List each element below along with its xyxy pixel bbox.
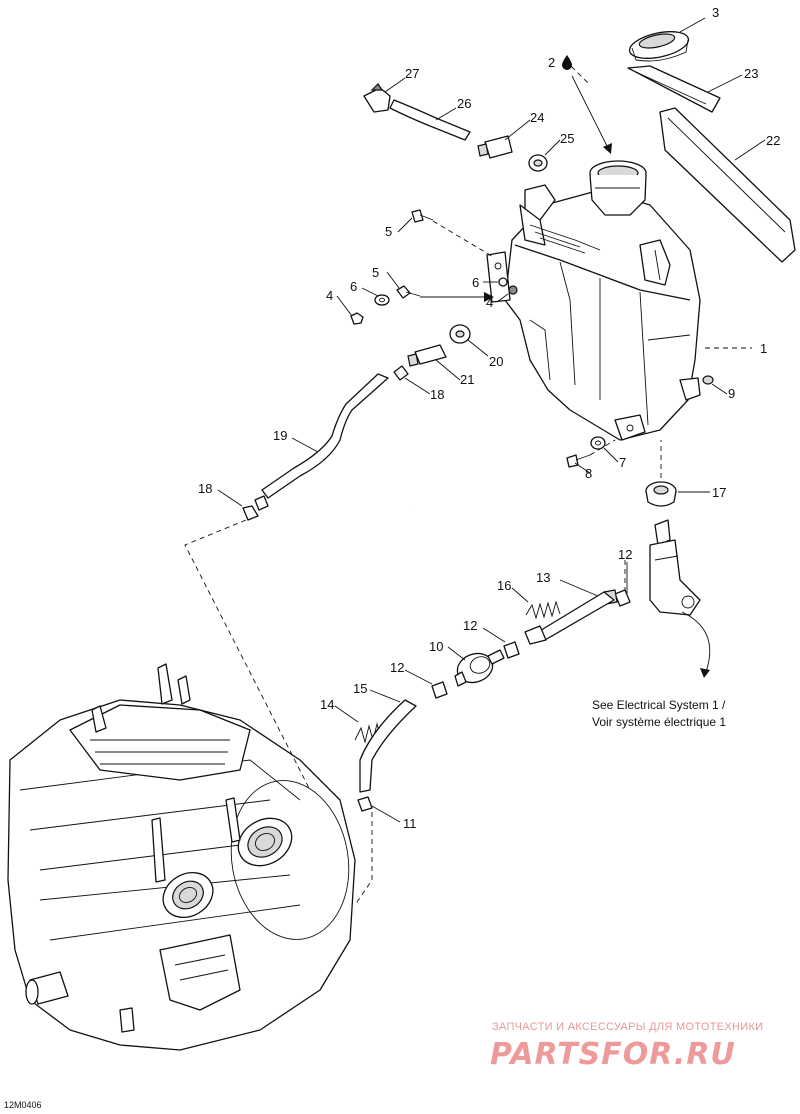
- callout-15: 15: [353, 681, 367, 696]
- clamp-18-bottom: [242, 495, 269, 521]
- clamp-11: [357, 796, 373, 812]
- callout-18-top: 18: [430, 387, 444, 402]
- spring-16: [525, 600, 561, 620]
- callout-5-lower: 5: [372, 265, 379, 280]
- sensor-connector: [649, 519, 701, 616]
- clamp-12-upper: [603, 589, 631, 607]
- callout-22: 22: [766, 133, 780, 148]
- callout-12-lower: 12: [390, 660, 404, 675]
- callout-27: 27: [405, 66, 419, 81]
- vent-fitting: [477, 135, 513, 159]
- callout-10: 10: [429, 639, 443, 654]
- bolt-5-upper: [411, 209, 434, 223]
- outlet-fitting-21: [407, 344, 447, 367]
- callout-6-right: 6: [472, 275, 479, 290]
- callout-26: 26: [457, 96, 471, 111]
- callout-5-upper: 5: [385, 224, 392, 239]
- callout-8: 8: [585, 466, 592, 481]
- callout-6-left: 6: [350, 279, 357, 294]
- engine: [7, 663, 356, 1051]
- callout-21: 21: [460, 372, 474, 387]
- reference-note-line2: Voir système électrique 1: [592, 715, 726, 729]
- tank-washer-6: [498, 277, 508, 287]
- leader-lines: [217, 17, 766, 823]
- electrical-arrow: [681, 611, 711, 678]
- callout-3: 3: [712, 5, 719, 20]
- clamp-12-middle: [503, 641, 520, 659]
- nut-4: [350, 312, 364, 325]
- washer-7: [590, 436, 606, 450]
- reference-note-line1: See Electrical System 1 /: [592, 698, 726, 712]
- callout-11: 11: [403, 816, 417, 831]
- cap-gasket: [627, 65, 721, 113]
- grommet-20: [449, 324, 471, 344]
- grommet-17: [645, 481, 677, 507]
- callout-1: 1: [760, 341, 767, 356]
- callout-24: 24: [530, 110, 544, 125]
- callout-16: 16: [497, 578, 511, 593]
- fluid-drop-icon: [562, 55, 572, 70]
- plug-9: [702, 375, 714, 385]
- callout-4-left: 4: [326, 288, 333, 303]
- callout-14: 14: [320, 697, 334, 712]
- callout-9: 9: [728, 386, 735, 401]
- watermark-brand: PARTSFOR.RU: [490, 1037, 736, 1072]
- oil-hose-19: [261, 373, 389, 499]
- oil-filter-10: [454, 649, 505, 687]
- clamp-12-lower: [431, 681, 448, 699]
- tank-nut-4: [508, 285, 518, 295]
- callout-2: 2: [548, 55, 555, 70]
- vent-valve: [363, 83, 391, 113]
- callout-20: 20: [489, 354, 503, 369]
- callout-4-right: 4: [486, 295, 493, 310]
- grommet-25: [528, 154, 548, 172]
- callout-7: 7: [619, 455, 626, 470]
- arrow-2: [571, 75, 612, 154]
- clamp-18-top: [393, 365, 409, 381]
- callout-13: 13: [536, 570, 550, 585]
- bolt-5-lower: [396, 285, 421, 299]
- hose-13: [524, 591, 615, 645]
- washer-6: [374, 294, 390, 306]
- callout-17: 17: [712, 485, 726, 500]
- hose-15: [359, 699, 417, 793]
- callout-25: 25: [560, 131, 574, 146]
- tank-cap: [628, 31, 690, 62]
- callout-18-bottom: 18: [198, 481, 212, 496]
- drawing-code: 12M0406: [4, 1100, 42, 1110]
- callout-12-middle: 12: [463, 618, 477, 633]
- callouts: 3 2 23 22 27 26 24 25 5 5 6 4 6 4 20 21 …: [198, 5, 780, 831]
- watermark-tagline: ЗАПЧАСТИ И АКСЕССУАРЫ ДЛЯ МОТОТЕХНИКИ: [492, 1021, 763, 1033]
- mount-arrow: [420, 292, 494, 302]
- callout-12-upper: 12: [618, 547, 632, 562]
- assembly-lines: [184, 59, 662, 906]
- tank-seal: [659, 107, 796, 263]
- oil-tank: [486, 160, 701, 441]
- callout-19: 19: [273, 428, 287, 443]
- vent-hose: [389, 99, 471, 141]
- callout-23: 23: [744, 66, 758, 81]
